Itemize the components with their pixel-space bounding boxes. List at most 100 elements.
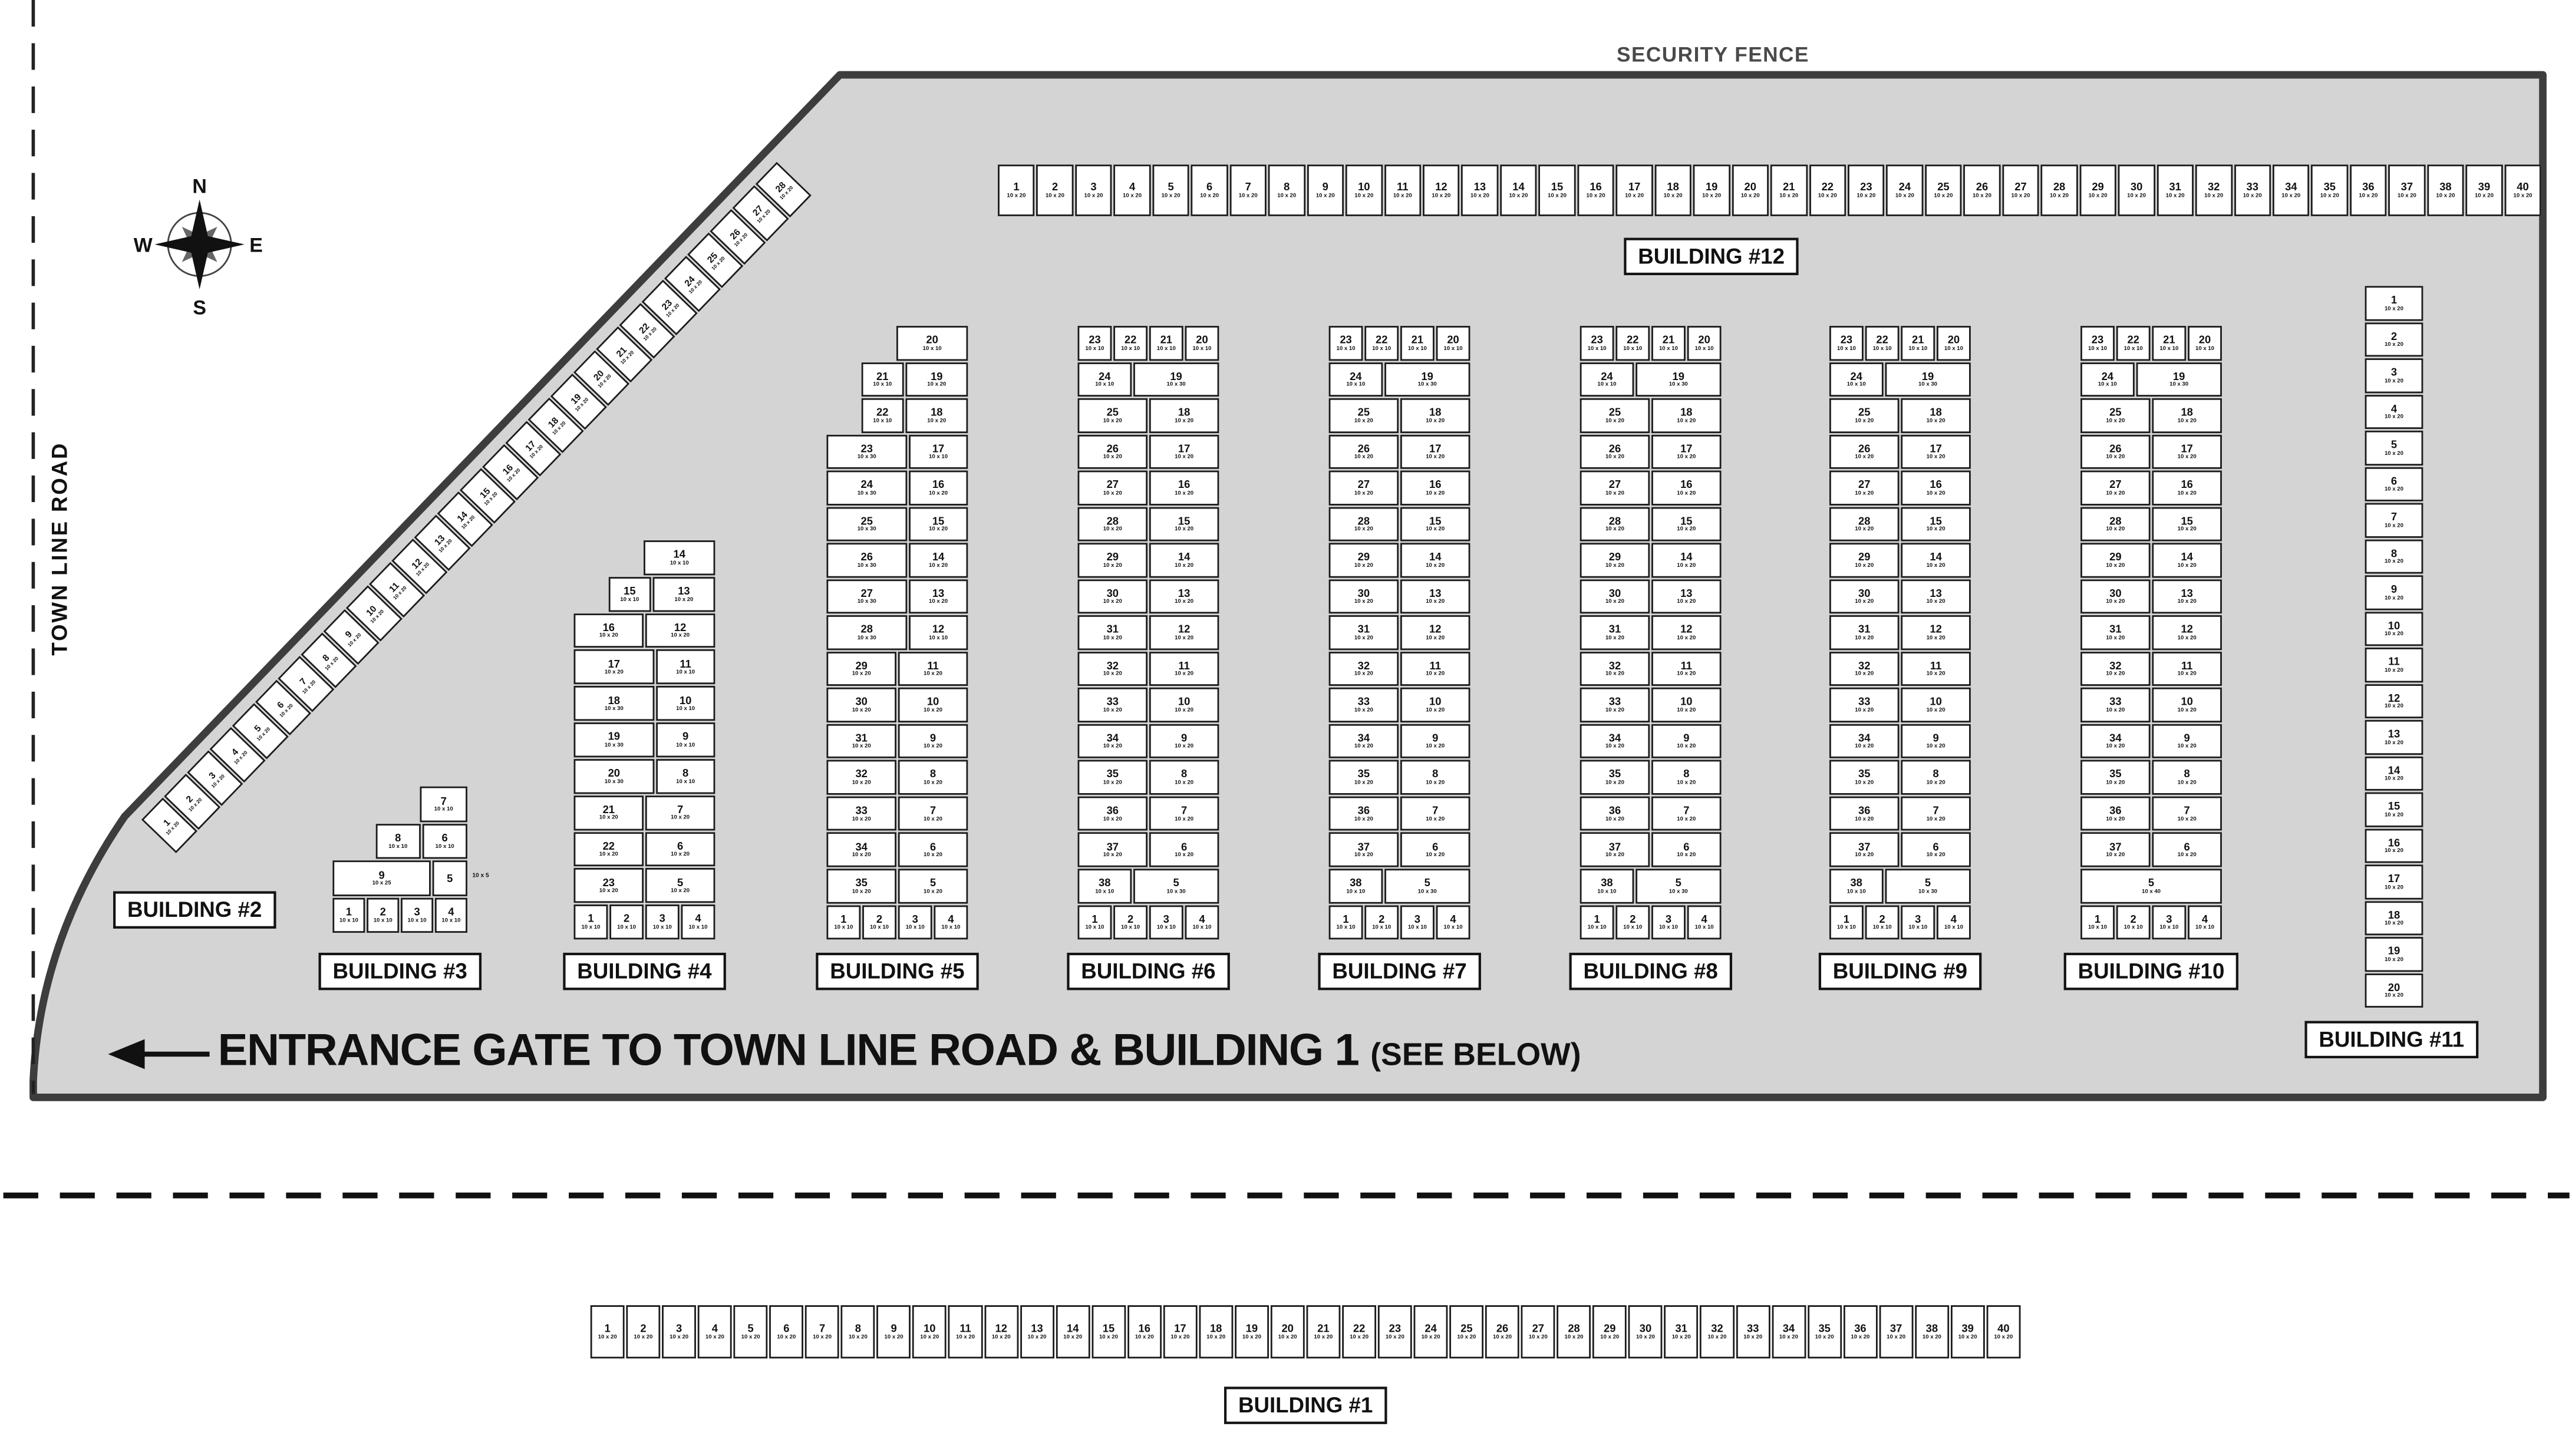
- unit-size: 10 x 20: [956, 1334, 975, 1341]
- unit-size: 10 x 10: [652, 924, 672, 930]
- town-line-road-label: TOWN LINE ROAD: [47, 441, 72, 656]
- unit-size: 10 x 20: [1426, 816, 1445, 822]
- unit-number: 15: [1680, 514, 1693, 527]
- unit-size: 10 x 10: [435, 843, 454, 850]
- unit-size: 10 x 20: [2106, 562, 2125, 569]
- unit-number: 1: [1092, 912, 1098, 925]
- unit-number: 19: [1705, 180, 1718, 193]
- unit-number: 24: [1850, 369, 1862, 382]
- unit-size: 10 x 30: [857, 599, 876, 605]
- unit-size: 10 x 10: [581, 924, 601, 930]
- unit-number: 34: [1782, 1322, 1795, 1335]
- unit-number: 28: [2053, 180, 2066, 193]
- unit-size: 10 x 20: [848, 1334, 868, 1341]
- unit-number: 28: [1106, 514, 1119, 527]
- unit-size: 10 x 10: [1836, 345, 1856, 352]
- unit-size: 10 x 20: [929, 526, 948, 533]
- unit-number: 14: [1680, 550, 1693, 563]
- unit-size: 10 x 10: [676, 669, 695, 675]
- unit-number: 23: [1591, 333, 1603, 346]
- unit-size: 10 x 20: [1677, 454, 1696, 460]
- unit-size: 10 x 20: [924, 816, 943, 822]
- unit-number: 17: [608, 657, 621, 670]
- unit-size: 10 x 10: [2123, 925, 2143, 930]
- unit-size: 10 x 20: [1926, 599, 1946, 605]
- unit-size: 10 x 20: [852, 743, 871, 750]
- unit-number: 21: [1783, 180, 1795, 193]
- unit-number: 19: [2388, 944, 2400, 958]
- unit-size: 10 x 30: [1417, 888, 1437, 894]
- unit-number: 3: [1414, 912, 1420, 925]
- unit-size: 10 x 20: [920, 1334, 939, 1341]
- unit-size: 10 x 10: [1407, 345, 1427, 352]
- unit-size: 10 x 20: [852, 852, 871, 859]
- unit-size: 10 x 20: [1354, 526, 1373, 533]
- unit-number: 17: [2388, 872, 2400, 885]
- unit-number: 30: [1357, 586, 1370, 600]
- unit-number: 13: [678, 584, 690, 597]
- unit-number: 31: [855, 731, 868, 744]
- unit-number: 21: [1912, 333, 1924, 346]
- unit-size: 10 x 20: [1175, 599, 1194, 605]
- unit-size: 10 x 10: [1694, 345, 1714, 352]
- unit-number: 37: [1608, 840, 1621, 853]
- unit-size: 10 x 20: [1170, 1334, 1190, 1341]
- unit-number: 13: [1178, 586, 1191, 600]
- unit-number: 10: [2388, 619, 2400, 632]
- unit-number: 17: [1930, 442, 1942, 455]
- unit-size: 10 x 20: [1103, 562, 1122, 569]
- unit-size: 10 x 20: [1103, 671, 1122, 678]
- unit-size: 10 x 20: [852, 707, 871, 714]
- unit-size: 10 x 20: [2177, 562, 2197, 569]
- building-4-label: BUILDING #4: [563, 952, 726, 991]
- unit-size: 10 x 20: [1393, 193, 1412, 199]
- unit-number: 14: [1429, 550, 1442, 563]
- unit-size: 10 x 20: [2177, 816, 2197, 822]
- unit-number: 17: [1628, 180, 1641, 193]
- unit-number: 24: [1425, 1322, 1437, 1335]
- building-6-label: BUILDING #6: [1067, 952, 1230, 991]
